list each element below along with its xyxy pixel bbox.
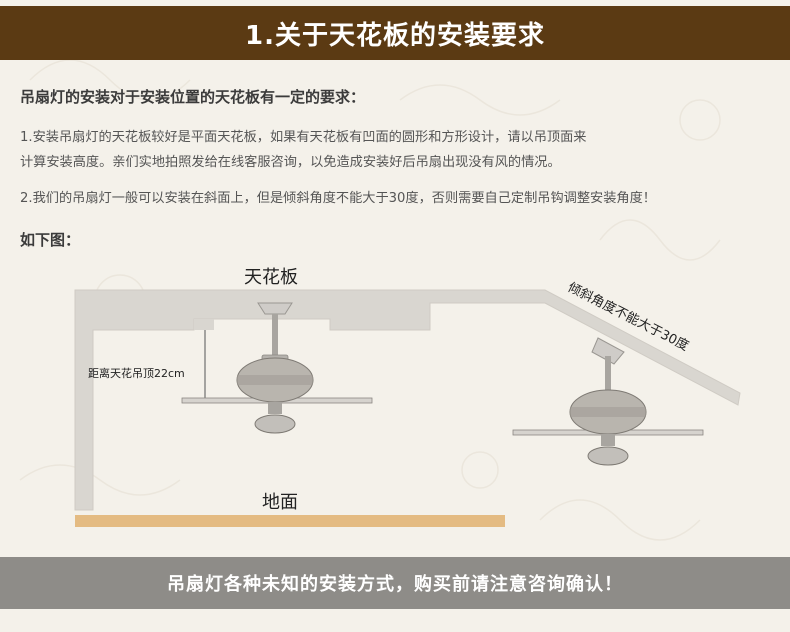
requirement-1-line-2: 计算安装高度。亲们实地拍照发给在线客服咨询，以免造成安装好后吊扇出现没有风的情况… [20, 155, 561, 170]
section-header: 1.关于天花板的安装要求 [0, 6, 790, 60]
requirement-1: 1.安装吊扇灯的天花板较好是平面天花板，如果有天花板有凹面的圆形和方形设计，请以… [20, 125, 586, 175]
section-title: 1.关于天花板的安装要求 [245, 20, 545, 51]
ceiling-fan-sloped [512, 337, 704, 466]
footer-notice-bar: 吊扇灯各种未知的安装方式，购买前请注意咨询确认！ [0, 557, 790, 609]
requirement-1-line-1: 1.安装吊扇灯的天花板较好是平面天花板，如果有天花板有凹面的圆形和方形设计，请以… [20, 130, 587, 145]
installation-diagram: 天花板 距离天花吊顶22cm 倾斜角度不能大于30度 地面 [74, 267, 741, 527]
figure-intro-label: 如下图： [20, 231, 81, 249]
ceiling-structure [74, 289, 741, 511]
floor-label: 地面 [262, 492, 298, 513]
intro-text: 吊扇灯的安装对于安装位置的天花板有一定的要求： [20, 88, 366, 106]
footer-notice-text: 吊扇灯各种未知的安装方式，购买前请注意咨询确认！ [167, 574, 623, 595]
ceiling-label: 天花板 [244, 267, 298, 288]
requirement-2: 2.我们的吊扇灯一般可以安装在斜面上，但是倾斜角度不能大于30度，否则需要自己定… [20, 191, 656, 206]
ceiling-lip [194, 319, 214, 330]
ceiling-fan-flat [181, 302, 373, 434]
distance-label: 距离天花吊顶22cm [88, 366, 185, 380]
floor-bar [75, 515, 505, 527]
